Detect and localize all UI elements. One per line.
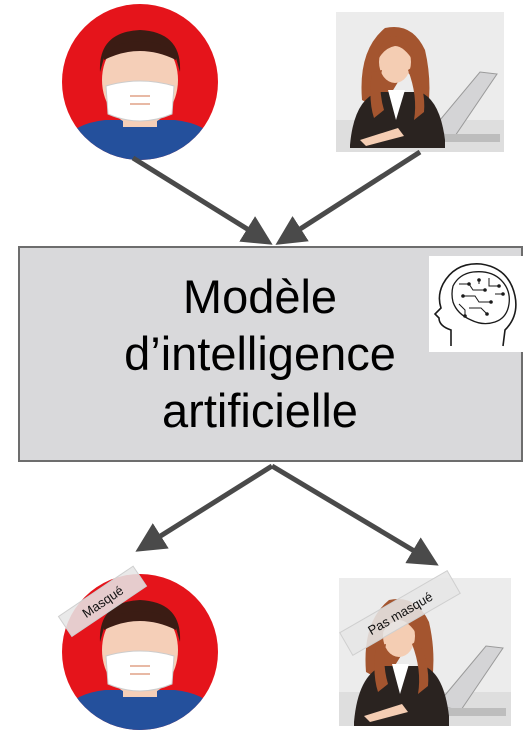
arrow-output-unmasked (270, 463, 439, 566)
model-title-line-1: Modèle (182, 270, 338, 323)
model-title-line-3: artificielle (162, 384, 358, 437)
arrow-output-masked (135, 463, 274, 552)
ai-brain-head-icon (429, 256, 523, 352)
masked-man-icon (62, 4, 218, 160)
model-title-line-2: d’intelligence (124, 327, 396, 380)
woman-laptop-icon (336, 12, 504, 152)
arrow-input-woman (275, 149, 422, 245)
arrow-input-person (131, 155, 273, 245)
masked-man-result-icon (62, 574, 218, 730)
model-title: Modèle d’intelligence artificielle (95, 268, 425, 439)
woman-laptop-result-icon (339, 578, 511, 726)
